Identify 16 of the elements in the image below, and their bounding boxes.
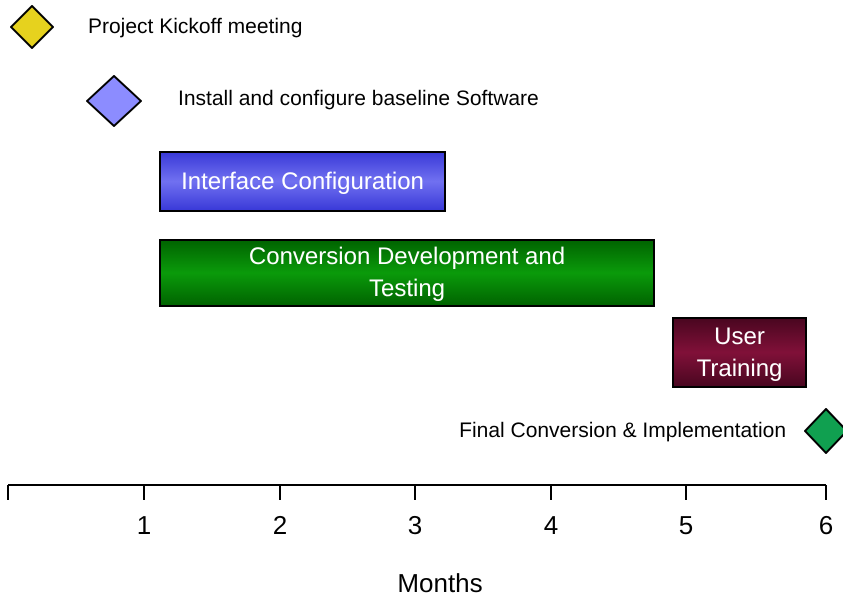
tick-label: 5 [678,510,694,541]
milestone-label: Install and configure baseline Software [178,86,539,112]
milestone-diamond [86,75,142,127]
tick-label: 1 [136,510,152,541]
task-bar: Interface Configuration [159,151,446,212]
milestone-diamond [10,5,54,49]
axis-title: Months [397,568,483,599]
task-bar: User Training [672,317,807,388]
task-bar: Conversion Development and Testing [159,239,655,307]
milestone-label: Final Conversion & Implementation [459,418,786,444]
tick-label: 2 [272,510,288,541]
milestone-label: Project Kickoff meeting [88,14,302,40]
tick-label: 4 [544,510,558,541]
tick-label: 3 [408,510,422,541]
milestone-diamond [804,408,843,454]
tick-label: 6 [818,510,834,541]
